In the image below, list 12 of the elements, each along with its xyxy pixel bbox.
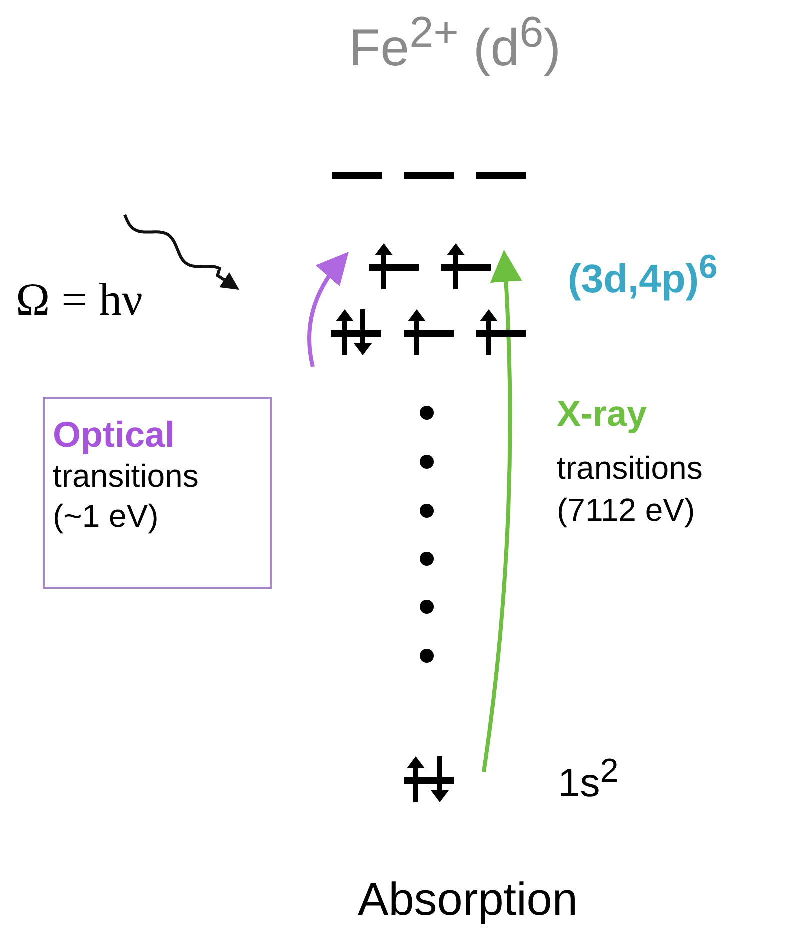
box-heading: Optical [53, 413, 176, 456]
transition-heading: X-ray [557, 392, 648, 436]
orbital-configuration-label: (3d,4p)$^{6}$ [568, 248, 718, 304]
box-description: transitions (~1 eV) [53, 457, 200, 536]
panel-caption: Absorption [358, 872, 578, 927]
hv-formula: Ω = hν [16, 273, 143, 327]
transition-description: transitions (7112 eV) [557, 449, 704, 530]
transition-box [43, 397, 272, 589]
transition-arrow [308, 252, 349, 368]
transition-arrow [482, 250, 522, 772]
core-level-label: 1s$^{2}$ [558, 752, 619, 808]
diagram-title: Fe$^{2+}$ (d$^{6}$) [348, 8, 562, 80]
